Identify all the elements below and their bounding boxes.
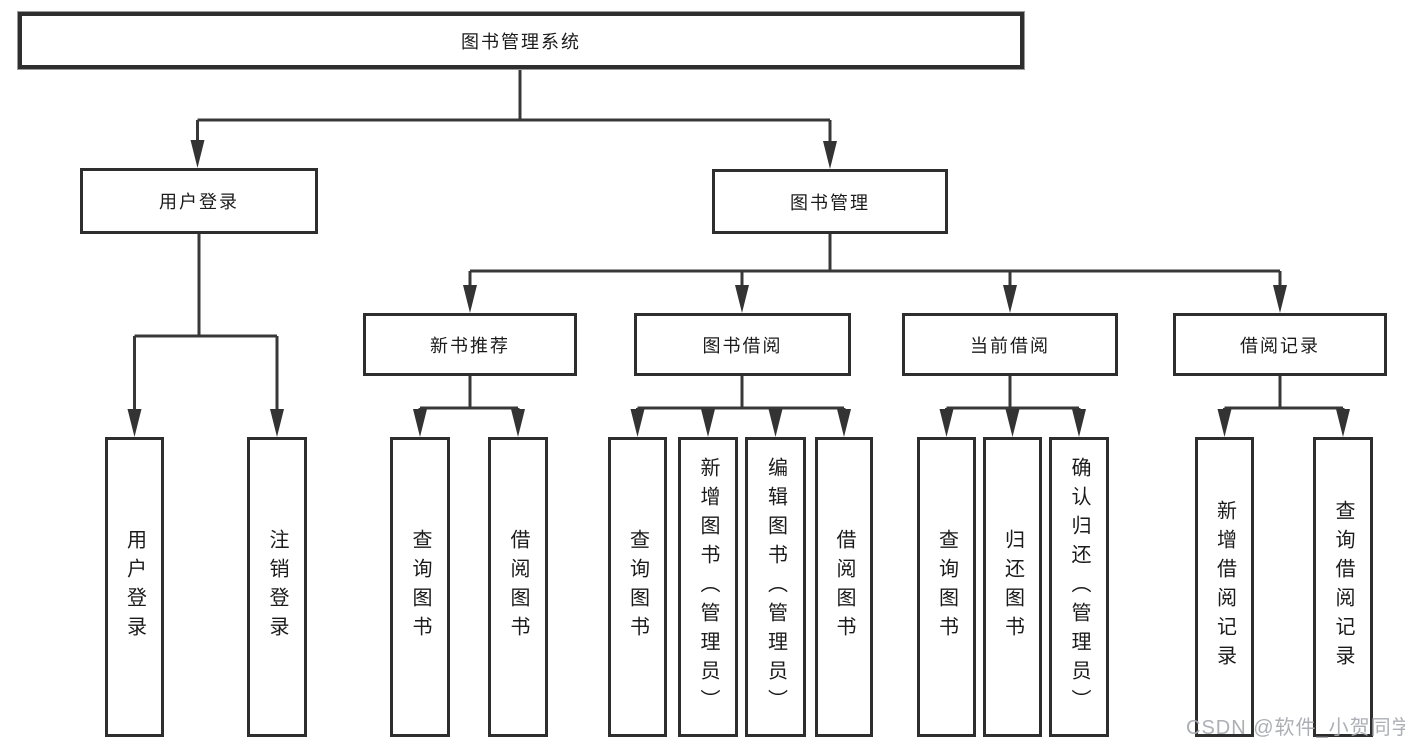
csdn-watermark: CSDN @软件_小贺同学 (1186, 717, 1405, 739)
leaf-label: 查询借阅记录 (1332, 500, 1354, 674)
node-label: 当前借阅 (970, 335, 1050, 356)
leaf-query-books-borrow: 查询图书 (608, 437, 667, 737)
leaf-label: 查询图书 (935, 529, 958, 645)
leaf-query-borrow-record: 查询借阅记录 (1313, 437, 1373, 737)
leaf-query-books-recommend: 查询图书 (390, 437, 450, 737)
leaf-add-borrow-record: 新增借阅记录 (1195, 437, 1254, 737)
leaf-label: 用户登录 (123, 529, 146, 645)
leaf-label: 确认归还（管理员） (1068, 456, 1090, 718)
leaf-label: 查询图书 (626, 529, 649, 645)
node-new-book-recommend: 新书推荐 (363, 313, 577, 376)
leaf-confirm-return-admin: 确认归还（管理员） (1049, 437, 1109, 737)
leaf-label: 注销登录 (266, 529, 288, 645)
node-label: 图书管理系统 (461, 31, 581, 52)
leaf-label: 查询图书 (409, 529, 431, 645)
node-label: 图书借阅 (702, 335, 783, 356)
node-book-management: 图书管理 (712, 169, 948, 234)
leaf-label: 借阅图书 (507, 529, 529, 645)
leaf-label: 新增图书（管理员） (697, 456, 719, 718)
leaf-add-books-admin: 新增图书（管理员） (678, 437, 738, 737)
node-user-login: 用户登录 (80, 168, 318, 234)
leaf-borrow-books-recommend: 借阅图书 (488, 437, 548, 737)
node-borrow-records: 借阅记录 (1173, 313, 1387, 376)
leaf-label: 新增借阅记录 (1213, 500, 1236, 674)
node-library-system: 图书管理系统 (18, 12, 1024, 69)
leaf-query-books-current: 查询图书 (917, 437, 976, 737)
leaf-label: 借阅图书 (833, 529, 855, 645)
node-current-borrow: 当前借阅 (902, 313, 1118, 376)
leaf-edit-books-admin: 编辑图书（管理员） (745, 437, 806, 737)
leaf-user-login: 用户登录 (105, 437, 164, 737)
leaf-return-books: 归还图书 (983, 437, 1042, 737)
leaf-borrow-books: 借阅图书 (815, 437, 873, 737)
node-label: 新书推荐 (430, 335, 510, 356)
node-label: 图书管理 (790, 192, 870, 213)
leaf-label: 归还图书 (1001, 529, 1024, 645)
node-book-borrow: 图书借阅 (634, 313, 851, 376)
leaf-label: 编辑图书（管理员） (764, 456, 787, 718)
node-label: 用户登录 (159, 192, 239, 212)
node-label: 借阅记录 (1240, 335, 1320, 356)
leaf-logout: 注销登录 (247, 437, 307, 737)
